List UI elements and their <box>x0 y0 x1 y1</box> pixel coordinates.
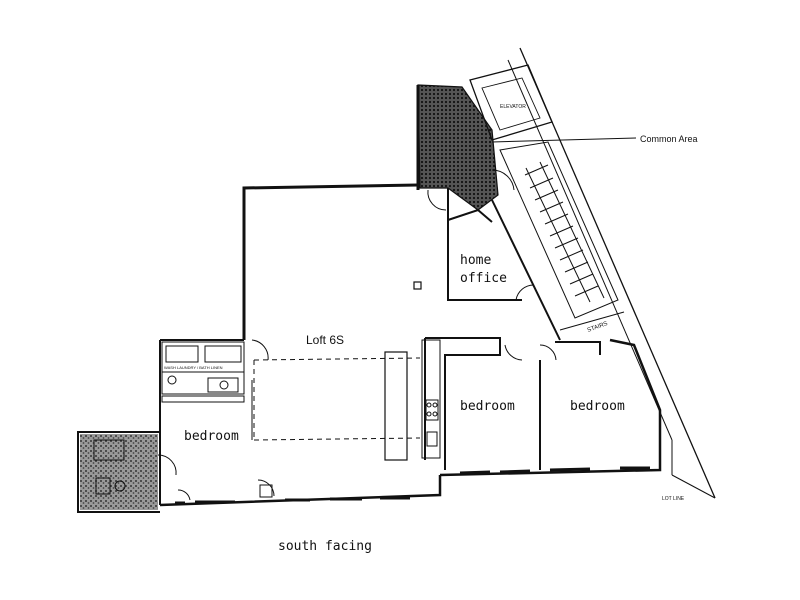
bedroom-right-label: bedroom <box>570 399 625 414</box>
lot-lines <box>507 47 716 499</box>
stairs <box>499 141 625 331</box>
elevator <box>469 64 553 141</box>
windows <box>175 466 650 505</box>
home-office-walls <box>447 188 561 341</box>
home-office-label-line1: home <box>460 253 491 268</box>
kitchen-island <box>253 351 421 461</box>
common-area-leader <box>491 137 637 143</box>
bedroom-walls <box>424 337 601 470</box>
lot-line-label: LOT LINE <box>662 496 685 502</box>
bedroom-left-label: bedroom <box>184 429 239 444</box>
common-area-shading <box>417 84 499 211</box>
loft-label: Loft 6S <box>306 333 344 347</box>
common-area-label: Common Area <box>640 134 698 144</box>
column-2 <box>259 484 273 498</box>
bath-block <box>161 341 253 440</box>
laundry-label: WASH LAUNDRY / BATH LINEN <box>164 365 223 370</box>
shaded-bath <box>80 434 158 510</box>
doors <box>157 169 557 501</box>
orientation-label: south facing <box>278 539 372 554</box>
outer-walls <box>77 85 662 513</box>
stairs-label: STAIRS <box>587 321 609 334</box>
home-office-label-line2: office <box>460 271 507 286</box>
bedroom-middle-label: bedroom <box>460 399 515 414</box>
column <box>413 281 422 290</box>
elevator-label: ELEVATOR <box>500 104 526 110</box>
kitchen-counter <box>421 339 441 459</box>
